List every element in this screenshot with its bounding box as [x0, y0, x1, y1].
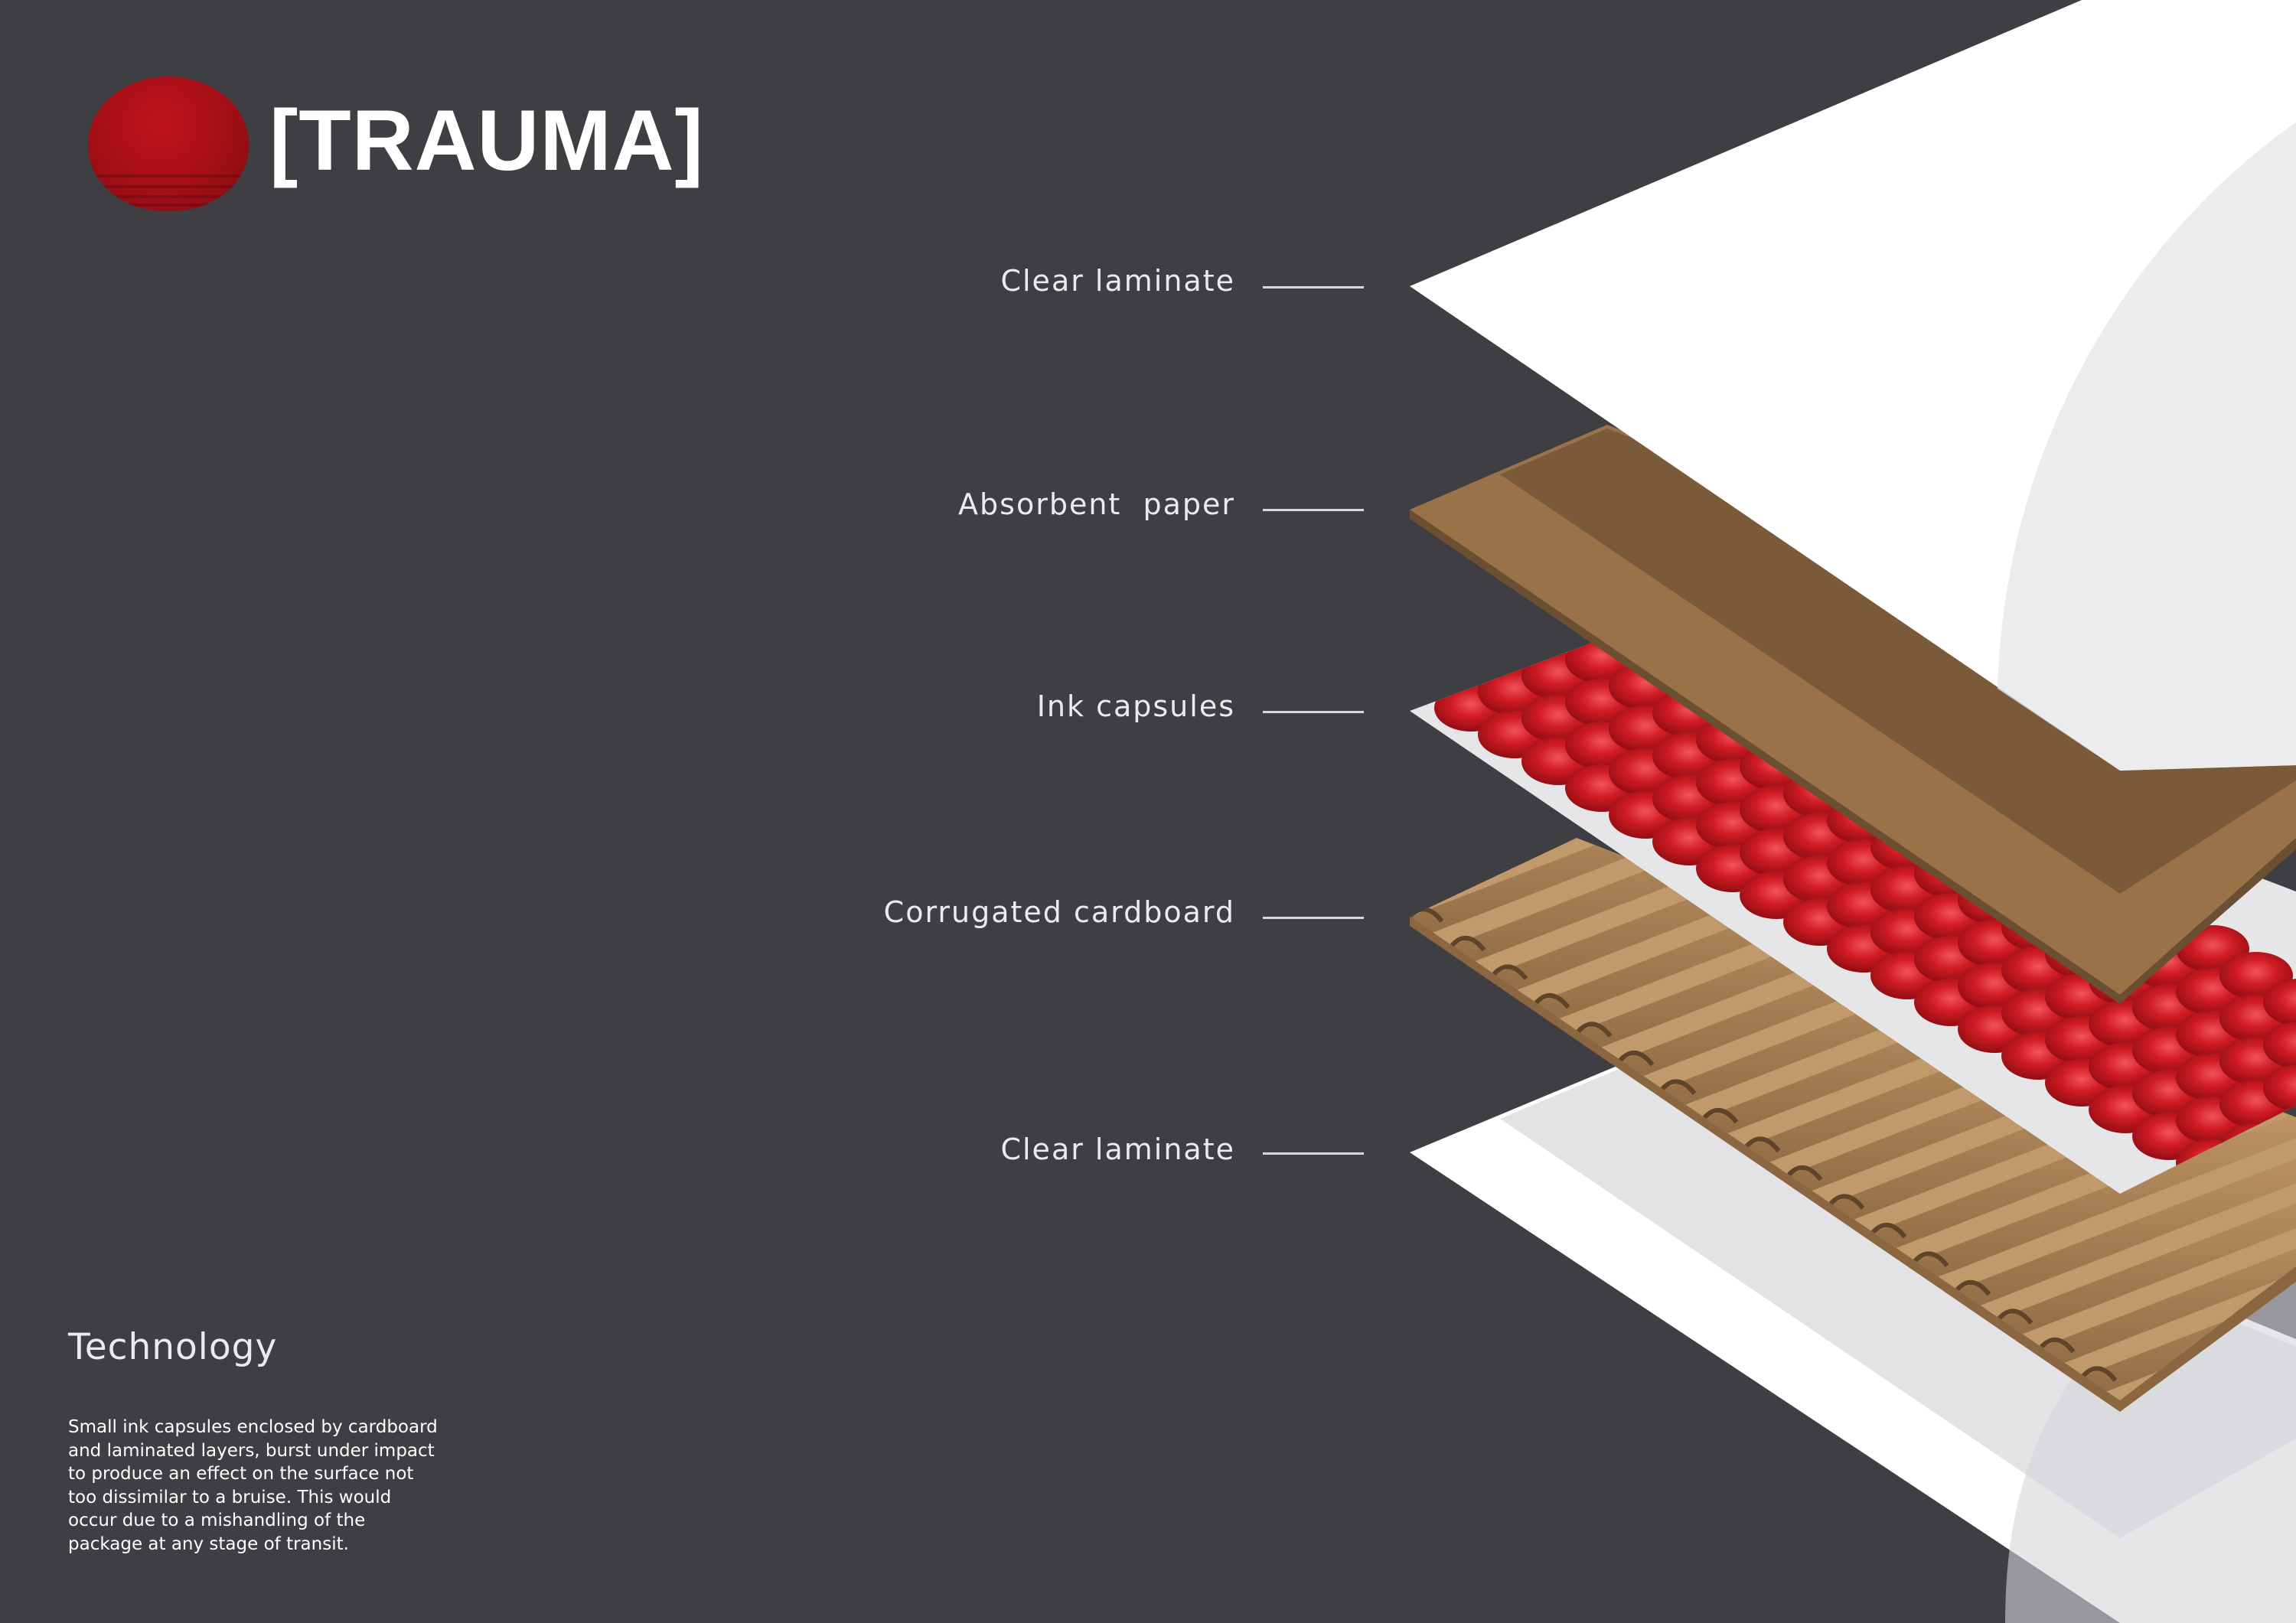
cardboard-flute-edge: [1702, 1108, 1739, 1124]
ink-capsule: [2263, 1064, 2296, 1112]
label-corrugated-cardboard: Corrugated cardboard: [883, 895, 1235, 929]
cardboard-flute: [2041, 989, 2296, 1364]
cardboard-flute-edge: [1955, 1280, 1991, 1296]
cardboard-flute-edge: [2081, 1366, 2118, 1382]
cardboard-flute-edge: [1534, 993, 1570, 1009]
cardboard-flute-edge: [1744, 1136, 1781, 1152]
label-clear-laminate-bottom: Clear laminate: [1000, 1133, 1235, 1166]
section-body: Small ink capsules enclosed by cardboard…: [68, 1416, 466, 1556]
body-line: to produce an effect on the surface not: [68, 1464, 414, 1484]
cardboard-flute: [1999, 960, 2296, 1335]
cardboard-flute-edge: [1997, 1309, 2033, 1325]
ink-capsule: [2263, 979, 2296, 1026]
cardboard-flute-edge: [1786, 1165, 1823, 1181]
brand-name: [TRAUMA]: [269, 93, 704, 188]
body-line: too dissimilar to a bruise. This would: [68, 1487, 392, 1507]
brand-logo-circle: [88, 77, 249, 211]
cardboard-flute-edge: [2039, 1338, 2076, 1354]
cardboard-flute-edge: [1576, 1022, 1613, 1038]
leader-line: [1263, 1152, 1364, 1155]
section-title: Technology: [68, 1326, 278, 1368]
body-line: and laminated layers, burst under impact: [68, 1440, 435, 1461]
body-line: Small ink capsules enclosed by cardboard: [68, 1417, 438, 1437]
cardboard-flute-edge: [1450, 936, 1486, 952]
cardboard-flute-edge: [1913, 1251, 1949, 1267]
leader-line: [1263, 917, 1364, 919]
leader-line: [1263, 286, 1364, 288]
body-line: package at any stage of transit.: [68, 1533, 349, 1554]
label-clear-laminate-top: Clear laminate: [1000, 264, 1235, 298]
leader-line: [1263, 509, 1364, 511]
cardboard-flute: [1915, 903, 2296, 1277]
cardboard-flute-edge: [1618, 1051, 1655, 1067]
label-absorbent-paper: Absorbent paper: [958, 487, 1235, 521]
cardboard-flute-edge: [1492, 964, 1528, 980]
cardboard-flute: [1957, 931, 2296, 1306]
cardboard-flute-edge: [1660, 1079, 1697, 1095]
leader-line: [1263, 711, 1364, 713]
label-ink-capsules: Ink capsules: [1036, 689, 1235, 723]
absorbent-paper-layer: [1410, 425, 2296, 1004]
cardboard-flute-edge: [1870, 1223, 1907, 1239]
cardboard-flute-edge: [1828, 1194, 1865, 1210]
top-laminate-layer: [1410, 0, 2296, 771]
body-line: occur due to a mishandling of the: [68, 1511, 366, 1530]
ink-capsule: [2263, 1022, 2296, 1069]
